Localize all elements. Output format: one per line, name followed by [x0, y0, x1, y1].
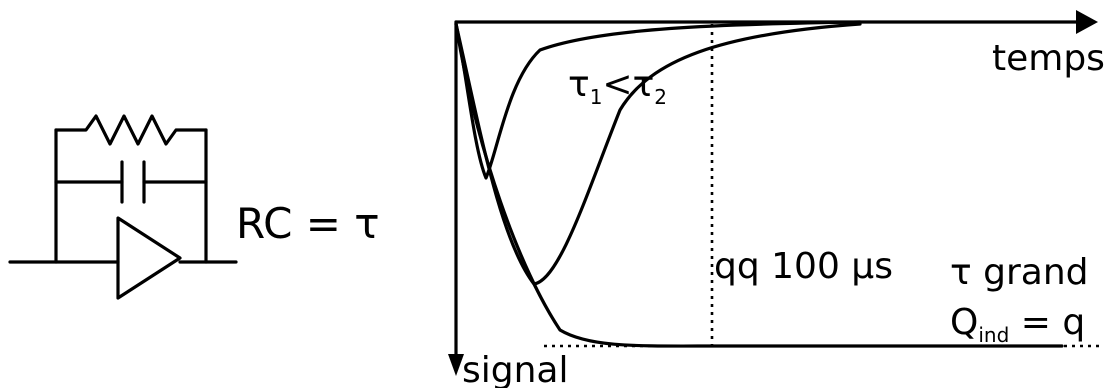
amplifier-icon — [116, 216, 182, 300]
resistor-icon — [54, 114, 208, 146]
time-axis-arrowhead — [1076, 10, 1098, 34]
signal-graph — [448, 10, 1100, 376]
time-axis-label: temps — [992, 38, 1105, 79]
rc-equation: RC = τ — [236, 199, 380, 248]
q-ind-label: Qind = q — [950, 302, 1085, 347]
curve-tau1 — [454, 20, 862, 180]
rc-amplifier-circuit — [8, 114, 238, 300]
signal-axis-arrowhead — [448, 354, 464, 376]
tau-relation-label: τ1<τ2 — [568, 64, 667, 109]
capacitor-icon — [120, 160, 146, 204]
tau-large-label: τ grand — [950, 252, 1089, 293]
signal-axis-label: signal — [462, 350, 569, 388]
curve-tau-large — [454, 22, 1064, 348]
time-marker-label: qq 100 µs — [714, 246, 893, 287]
